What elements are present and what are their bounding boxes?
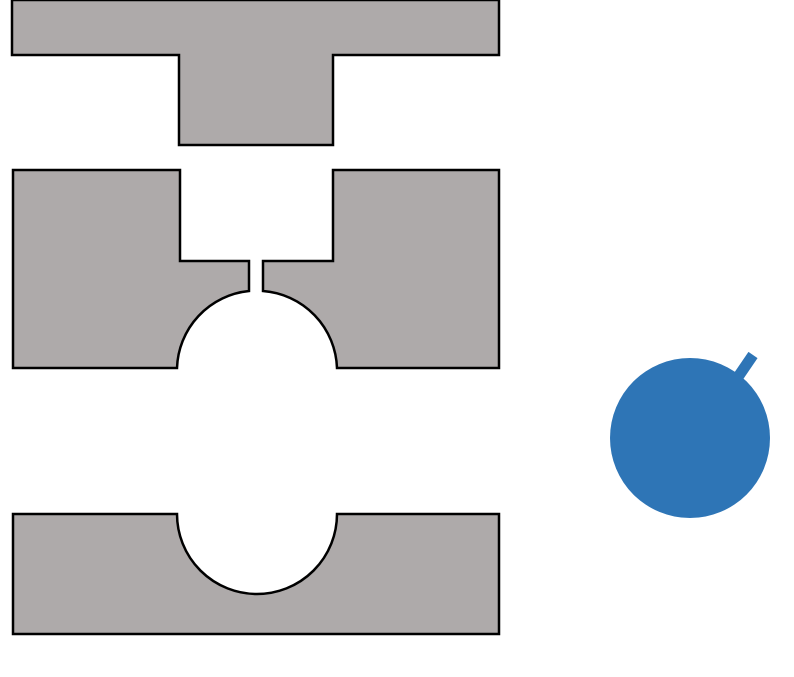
- blank-ball: [610, 358, 770, 518]
- lower-die-body: [11, 512, 501, 636]
- lower-die: [11, 512, 501, 636]
- upper-die: [11, 168, 501, 370]
- punch-body: [10, 0, 501, 147]
- blank-stem: [733, 351, 758, 381]
- upper-die-body: [11, 168, 501, 370]
- blank-part: [610, 351, 770, 518]
- punch-plunger: [10, 0, 501, 147]
